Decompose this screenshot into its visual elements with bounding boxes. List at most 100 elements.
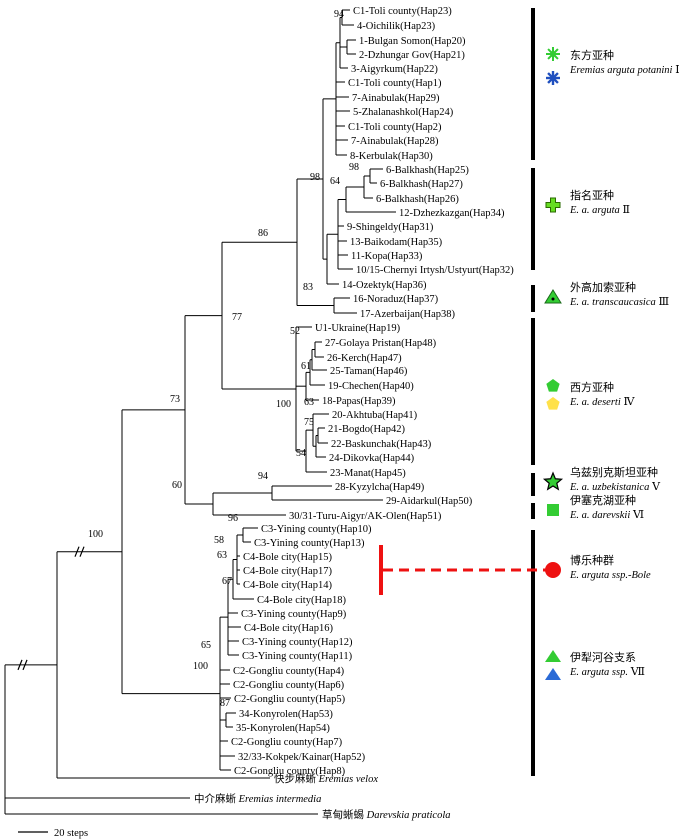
leaf-label: C3-Yining county(Hap12): [242, 637, 353, 648]
outgroup-latin-name: Eremias intermedia: [238, 794, 322, 805]
bootstrap-value: 60: [172, 480, 182, 491]
bootstrap-value: 58: [214, 535, 224, 546]
leaf-label: C4-Bole city(Hap18): [257, 595, 346, 606]
leaf-label: 3-Aigyrkum(Hap22): [351, 64, 438, 75]
clade-bar: [531, 473, 535, 496]
leaf-label: C2-Gongliu county(Hap4): [233, 666, 345, 677]
leaf-label: 18-Papas(Hap39): [322, 396, 396, 407]
bootstrap-value: 67: [222, 576, 232, 587]
outgroup-common-name: 快步麻蜥: [274, 772, 319, 785]
bootstrap-value: 77: [232, 312, 242, 323]
leaf-label: 12-Dzhezkazgan(Hap34): [399, 208, 505, 219]
leaf-label: 6-Balkhash(Hap25): [386, 165, 469, 176]
leaf-label: 8-Kerbulak(Hap30): [350, 151, 433, 162]
outgroup-label: 快步麻蜥 Eremias velox: [274, 772, 378, 785]
bootstrap-value: 98: [349, 162, 359, 173]
leaf-label: 23-Manat(Hap45): [330, 468, 406, 479]
leaf-label: C3-Yining county(Hap9): [241, 609, 347, 620]
leaf-label: 19-Chechen(Hap40): [328, 381, 414, 392]
leaf-label: 1-Bulgan Somon(Hap20): [359, 36, 466, 47]
clade-chinese-name: 伊犁河谷支系: [570, 650, 636, 664]
bootstrap-value: 63: [304, 397, 314, 408]
clade-chinese-name: 东方亚种: [570, 48, 614, 62]
leaf-label: C3-Yining county(Hap11): [242, 651, 353, 662]
leaf-label: 34-Konyrolen(Hap53): [239, 709, 333, 720]
clade-latin-name: E. arguta ssp.-Bole: [569, 570, 651, 581]
leaf-label: 30/31-Turu-Aigyr/AK-Olen(Hap51): [289, 511, 442, 522]
clade-bar: [531, 285, 535, 312]
clade-chinese-name: 博乐种群: [570, 553, 614, 567]
blue-triangle-icon: [545, 668, 561, 680]
clade-bar: [531, 8, 535, 160]
clade-roman-numeral: Ⅱ: [620, 204, 630, 216]
bootstrap-value: 94: [258, 471, 268, 482]
green-star-icon: [542, 471, 564, 491]
clade-latin-name: E. a. arguta Ⅱ: [569, 204, 630, 216]
clade-roman-numeral: Ⅰ: [672, 64, 679, 76]
clade-roman-numeral: Ⅳ: [621, 396, 636, 408]
clade-bar: [531, 168, 535, 270]
bootstrap-value: 100: [88, 529, 103, 540]
leaf-label: C2-Gongliu county(Hap5): [234, 694, 346, 705]
leaf-label: C4-Bole city(Hap17): [243, 566, 332, 577]
bootstrap-value: 52: [290, 326, 300, 337]
leaf-label: 21-Bogdo(Hap42): [328, 424, 405, 435]
bootstrap-value: 86: [258, 228, 268, 239]
clade-bar: [531, 503, 535, 519]
leaf-label: 6-Balkhash(Hap26): [376, 194, 459, 205]
bootstrap-value: 63: [217, 550, 227, 561]
green-sun-icon: [546, 47, 560, 61]
bootstrap-value: 96: [228, 513, 238, 524]
blue-asterisk-icon: [546, 71, 560, 85]
leaf-label: U1-Ukraine(Hap19): [315, 323, 401, 334]
clade-roman-numeral: Ⅵ: [630, 509, 644, 521]
clade-chinese-name: 伊塞克湖亚种: [570, 493, 636, 507]
bootstrap-value: 75: [304, 417, 314, 428]
green-triangle-icon: [545, 650, 561, 662]
outgroup-latin-name: Darevskia praticola: [366, 810, 451, 821]
leaf-label: 5-Zhalanashkol(Hap24): [353, 107, 454, 118]
bootstrap-value: 83: [303, 282, 313, 293]
bootstrap-value: 61: [301, 361, 311, 372]
leaf-label: 29-Aidarkul(Hap50): [386, 496, 473, 507]
leaf-label: 4-Oichilik(Hap23): [357, 21, 436, 32]
leaf-label: 10/15-Chernyi Irtysh/Ustyurt(Hap32): [356, 265, 514, 276]
tree-branches: [4, 9, 396, 815]
leaf-label: C1-Toli county(Hap23): [353, 6, 452, 17]
clade-roman-numeral: Ⅴ: [649, 481, 661, 493]
outgroup-common-name: 草甸蜥蜴: [322, 808, 367, 821]
green-pentagon-icon: [546, 379, 560, 392]
bole-bracket: [379, 545, 383, 595]
leaf-label: 17-Azerbaijan(Hap38): [360, 309, 456, 320]
clade-chinese-name: 外高加索亚种: [570, 280, 636, 294]
green-triangle-icon: [544, 289, 562, 304]
leaf-label: C3-Yining county(Hap10): [261, 524, 372, 535]
bootstrap-value: 98: [310, 172, 320, 183]
outgroup-latin-name: Eremias velox: [318, 774, 379, 785]
leaf-label: 14-Ozektyk(Hap36): [342, 280, 427, 291]
branch-break-mark: [17, 659, 23, 671]
clade-roman-numeral: Ⅶ: [628, 666, 645, 678]
bootstrap-value: 94: [334, 9, 344, 20]
outgroup-label: 草甸蜥蜴 Darevskia praticola: [322, 808, 451, 821]
leaf-label: C3-Yining county(Hap13): [254, 538, 365, 549]
scale-bar: 20 steps: [18, 828, 88, 839]
clade-latin-name: E. a. uzbekistanica Ⅴ: [569, 481, 661, 493]
leaf-labels: C1-Toli county(Hap23) 4-Oichilik(Hap23) 1-…: [194, 6, 514, 821]
scale-bar-label: 20 steps: [54, 828, 88, 839]
bootstrap-value: 100: [193, 661, 208, 672]
bootstrap-value: 87: [220, 698, 230, 709]
clade-latin-name: E. a. darevskii Ⅵ: [569, 509, 644, 521]
clade-bar: [531, 530, 535, 776]
outgroup-common-name: 中介麻蜥: [194, 792, 239, 805]
clade-roman-numeral: Ⅲ: [656, 296, 669, 308]
leaf-label: 7-Ainabulak(Hap28): [351, 136, 439, 147]
bootstrap-value: 65: [201, 640, 211, 651]
leaf-label: 9-Shingeldy(Hap31): [347, 222, 434, 233]
clade-latin-name: Eremias arguta potanini Ⅰ: [569, 64, 680, 76]
leaf-label: C4-Bole city(Hap16): [244, 623, 333, 634]
yellow-pentagon-icon: [546, 397, 560, 410]
